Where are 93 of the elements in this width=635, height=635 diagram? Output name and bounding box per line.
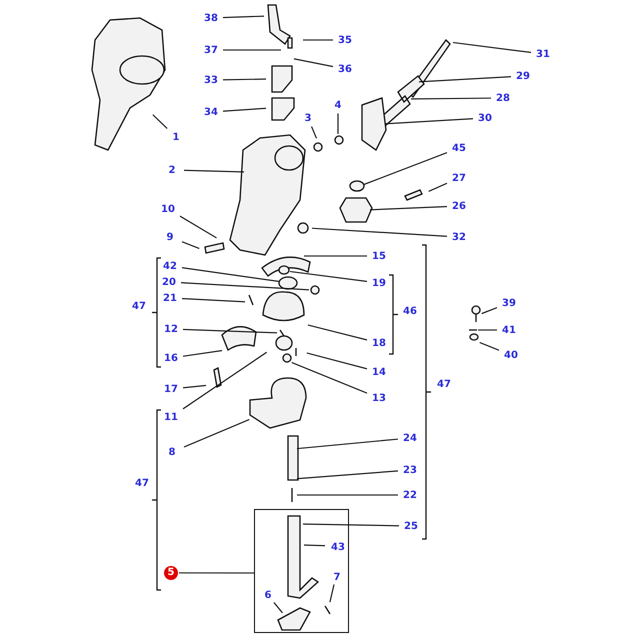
callout-number: 21 <box>159 290 181 306</box>
callout-number: 3 <box>297 110 319 126</box>
leader-line <box>182 352 267 410</box>
callout-number: 23 <box>399 462 421 478</box>
leader-line <box>294 58 334 68</box>
leader-line <box>418 76 512 82</box>
callout-number: 32 <box>448 230 470 244</box>
callout-number: 20 <box>158 274 180 290</box>
callout-number: 26 <box>448 198 470 214</box>
callout-number: 28 <box>492 90 514 106</box>
leader-line <box>296 470 398 480</box>
leader-line <box>180 282 310 290</box>
callout-number: 43 <box>327 540 349 554</box>
leader-line <box>306 352 368 370</box>
callout-number: 34 <box>200 104 222 120</box>
callout-number: 14 <box>368 364 390 380</box>
leader-line <box>303 39 333 41</box>
leader-line <box>480 342 500 351</box>
leader-line <box>180 216 217 238</box>
callout-number: 45 <box>448 140 470 156</box>
callout-badge: 5 <box>164 566 178 580</box>
leader-line <box>223 49 281 51</box>
leader-line <box>304 255 367 257</box>
callout-number: 39 <box>498 296 520 310</box>
leader-line <box>311 126 317 139</box>
leader-line <box>411 98 491 100</box>
callout-number: 47 <box>132 301 146 312</box>
callout-number: 25 <box>400 518 422 534</box>
callout-number: 10 <box>157 202 179 216</box>
callout-number: 7 <box>326 570 348 584</box>
leader-line <box>302 524 399 526</box>
callout-number: 13 <box>368 390 390 406</box>
leader-line <box>223 78 266 80</box>
leader-line <box>182 298 246 302</box>
callout-number: 12 <box>160 322 182 336</box>
callout-number: 27 <box>448 170 470 186</box>
callout-number: 2 <box>161 162 183 178</box>
leader-line <box>222 108 266 112</box>
callout-number: 8 <box>161 444 183 460</box>
leader-line <box>384 118 474 124</box>
callout-number: 38 <box>200 10 222 26</box>
leader-line <box>308 324 368 340</box>
callout-number: 4 <box>327 98 349 112</box>
callout-number: 36 <box>334 62 356 76</box>
leader-line <box>182 241 200 250</box>
callout-number: 11 <box>160 410 182 424</box>
callout-number: 37 <box>200 42 222 58</box>
leader-line <box>452 42 532 54</box>
leader-line <box>182 267 280 282</box>
callout-number: 18 <box>368 336 390 350</box>
leader-line <box>364 152 448 186</box>
leader-line <box>182 350 222 357</box>
leader-line <box>428 182 448 192</box>
leader-line <box>296 438 398 450</box>
callout-number: 22 <box>399 488 421 502</box>
leader-line <box>182 328 278 334</box>
leader-line <box>184 419 250 448</box>
leader-line <box>222 16 264 18</box>
callout-number: 30 <box>474 110 496 126</box>
callout-number: 33 <box>200 72 222 88</box>
leader-line <box>312 228 448 237</box>
callout-number: 46 <box>403 306 417 317</box>
leader-line <box>304 544 326 546</box>
leader-line <box>297 494 398 496</box>
leader-line <box>290 270 368 282</box>
leader-line <box>478 329 497 331</box>
callout-number: 9 <box>159 230 181 244</box>
callout-number: 29 <box>512 68 534 84</box>
leader-line <box>182 384 206 388</box>
callout-number: 15 <box>368 248 390 264</box>
leader-line <box>482 307 498 314</box>
leader-line <box>152 114 168 129</box>
leader-line <box>337 114 339 134</box>
leader-line <box>184 170 244 172</box>
leader-line <box>370 206 448 210</box>
callout-number: 40 <box>500 348 522 362</box>
callout-number: 19 <box>368 276 390 290</box>
callout-number: 42 <box>159 258 181 274</box>
leader-line <box>274 602 283 614</box>
callout-number: 6 <box>257 588 279 602</box>
callout-number: 47 <box>437 379 451 390</box>
leader-line <box>329 584 335 602</box>
callout-number: 16 <box>160 350 182 366</box>
callout-number: 47 <box>135 478 149 489</box>
callout-number: 31 <box>532 46 554 62</box>
detail-frame <box>254 509 349 633</box>
callout-number: 17 <box>160 382 182 396</box>
leader-line <box>179 572 254 574</box>
callout-number: 41 <box>498 322 520 338</box>
callout-number: 24 <box>399 430 421 446</box>
leader-line <box>292 362 368 394</box>
callout-number: 35 <box>334 32 356 48</box>
callout-number: 1 <box>165 130 187 144</box>
